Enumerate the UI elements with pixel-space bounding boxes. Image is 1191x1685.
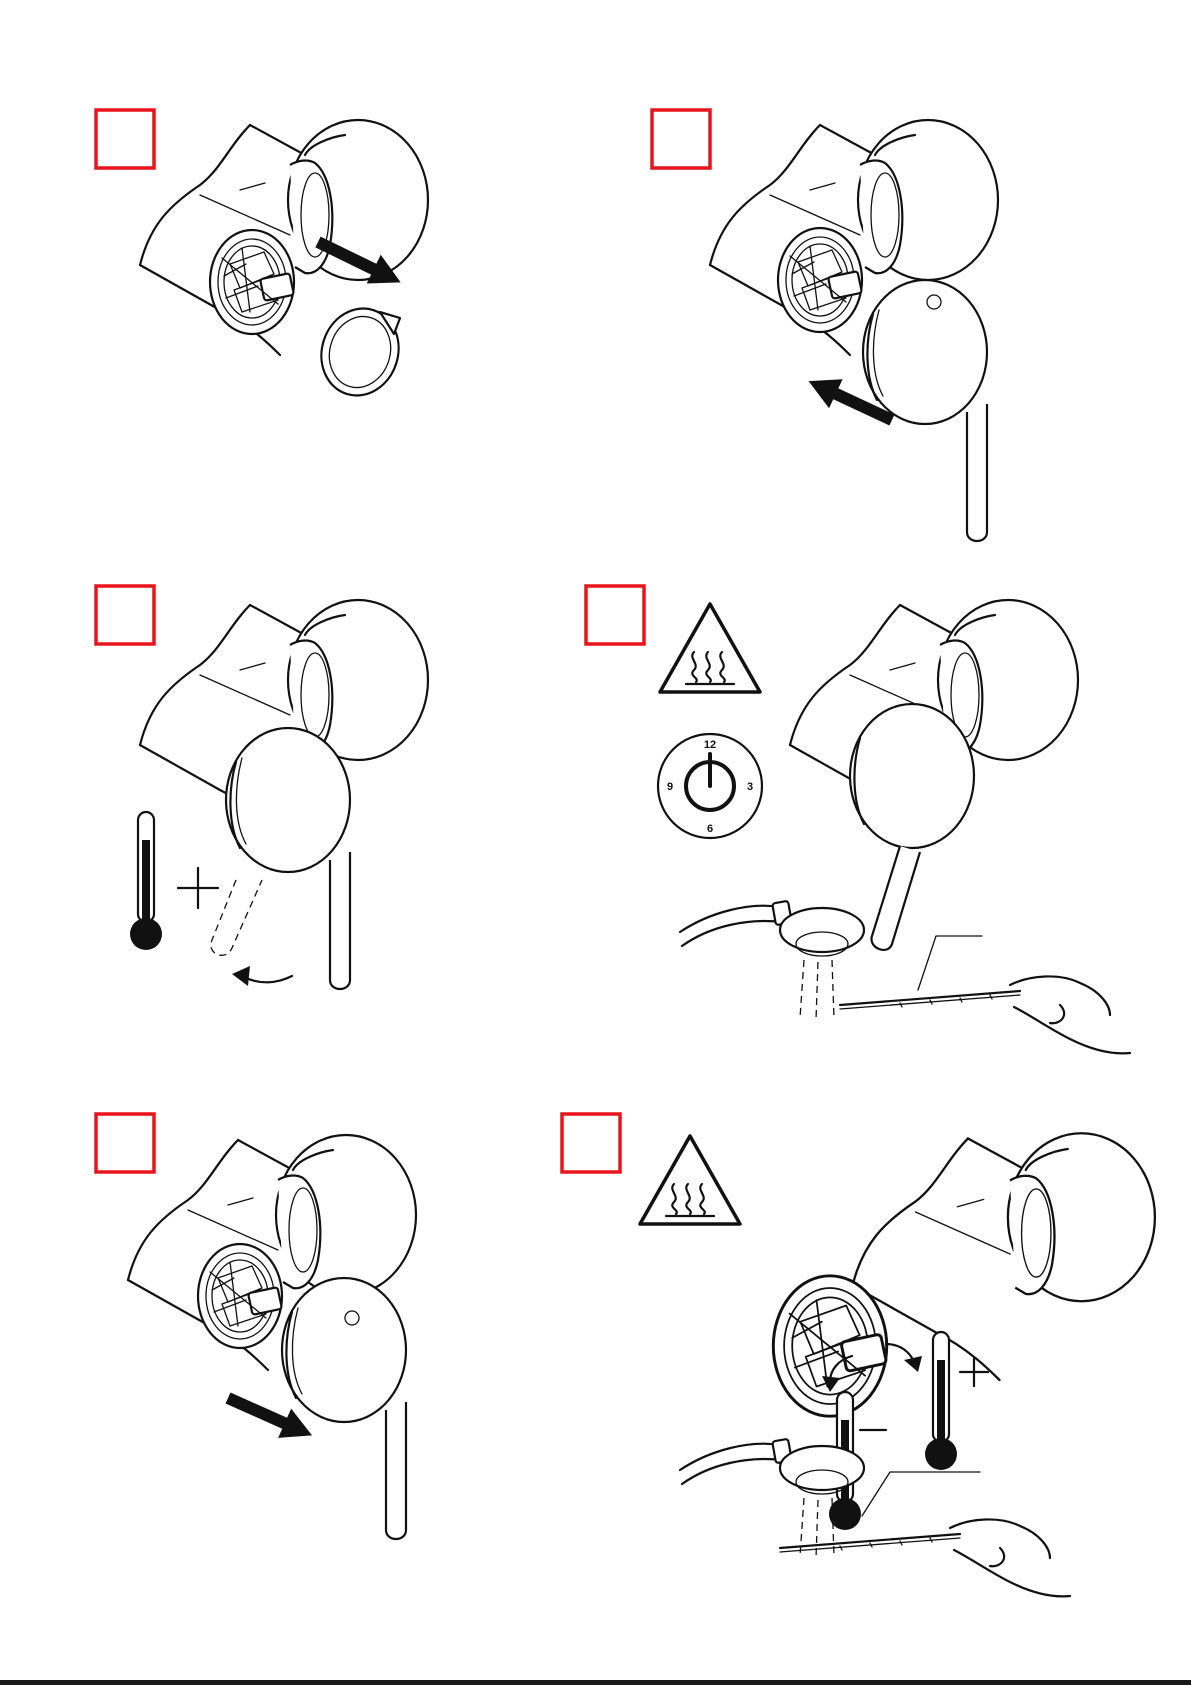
cartridge (198, 1244, 282, 1348)
retaining-ring-icon (310, 298, 409, 405)
step-4-panel: 12 3 6 9 (586, 586, 1130, 1053)
hot-surface-warning-icon (640, 1136, 740, 1224)
lever-handle (282, 1278, 406, 1539)
hot-surface-warning-icon (660, 604, 760, 692)
shower-head-icon (680, 901, 864, 1020)
step-4-marker (586, 586, 644, 644)
rotated-handle-ghost (211, 880, 262, 955)
step-2-panel (652, 110, 998, 541)
step-1-panel (96, 110, 428, 406)
step-5-marker (96, 1114, 154, 1172)
thermometer-icon (130, 812, 162, 950)
clock-icon: 12 3 6 9 (658, 734, 762, 838)
step-6-marker (562, 1114, 620, 1172)
lever-handle (226, 728, 350, 989)
step-6-panel (562, 1114, 1155, 1596)
step-2-marker (652, 110, 710, 168)
thermometer-probe-icon (840, 976, 1130, 1053)
step-3-panel (96, 586, 428, 989)
footer-rule (0, 1680, 1191, 1685)
dial-label-3: 3 (747, 781, 753, 793)
step-5-panel (96, 1114, 416, 1539)
cartridge (210, 230, 294, 334)
plus-sign-icon (178, 868, 218, 908)
step-1-marker (96, 110, 154, 168)
thermometer-icon (925, 1332, 957, 1470)
thermometer-probe-icon (780, 1519, 1070, 1596)
cartridge (778, 228, 862, 332)
dial-label-6: 6 (707, 823, 713, 835)
cartridge (773, 1276, 886, 1416)
lever-handle (850, 704, 974, 950)
shower-head-icon (680, 1439, 864, 1558)
dial-label-9: 9 (667, 781, 673, 793)
dial-label-12: 12 (704, 739, 716, 751)
mixer-body (853, 1133, 1155, 1380)
step-3-marker (96, 586, 154, 644)
curved-arrow-icon (232, 966, 292, 986)
plus-sign-icon (960, 1358, 988, 1386)
